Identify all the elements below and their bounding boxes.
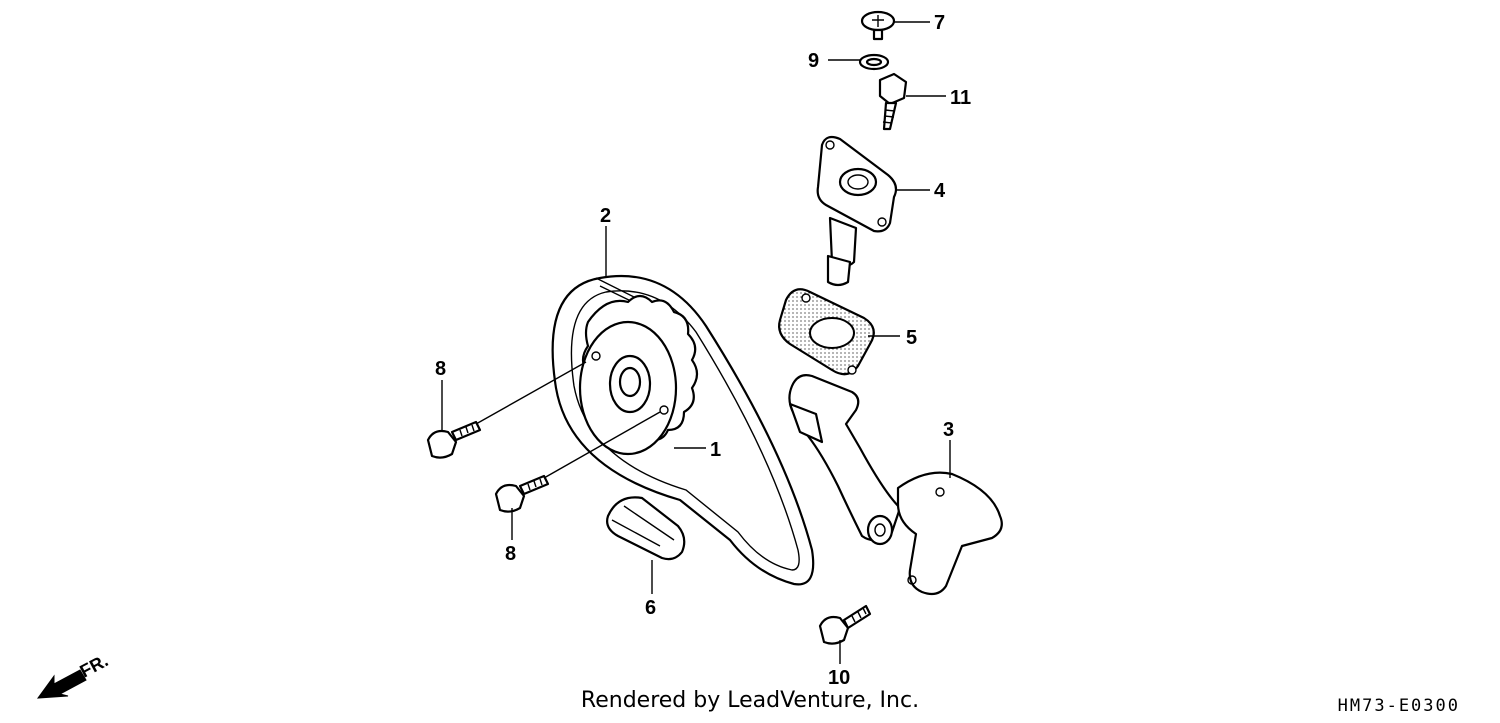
callout-3: 3 xyxy=(943,419,954,441)
diagram-reference-code: HM73-E0300 xyxy=(1337,696,1460,716)
callout-5: 5 xyxy=(906,327,917,349)
callout-8-lower: 8 xyxy=(505,543,516,565)
callout-2: 2 xyxy=(600,205,611,227)
callout-10: 10 xyxy=(828,667,850,689)
callout-4: 4 xyxy=(934,180,946,202)
sprocket-bolt-part-upper xyxy=(426,420,482,459)
washer-part xyxy=(858,53,890,71)
callout-6: 6 xyxy=(645,597,656,619)
tensioner-bolt-part xyxy=(878,72,908,131)
callout-11: 11 xyxy=(950,87,971,109)
callout-1: 1 xyxy=(710,439,721,461)
callout-7: 7 xyxy=(934,12,945,34)
guide-pad-part xyxy=(606,496,686,561)
sprocket-bolt-part-lower xyxy=(494,474,550,513)
cam-sprocket-part xyxy=(578,294,699,456)
chain-guide-part xyxy=(788,374,1003,596)
front-arrow-icon xyxy=(36,669,87,699)
cap-screw-part xyxy=(860,10,896,41)
gasket-part xyxy=(778,288,875,376)
leader-lines xyxy=(441,21,951,664)
callout-8-upper: 8 xyxy=(435,358,446,380)
tensioner-assembly-part xyxy=(816,135,898,287)
callout-labels: 7 9 11 4 2 5 8 3 1 8 6 10 xyxy=(435,12,971,689)
guide-bolt-part xyxy=(818,604,872,645)
callout-9: 9 xyxy=(808,50,819,72)
credit-line: Rendered by LeadVenture, Inc. xyxy=(580,688,920,713)
